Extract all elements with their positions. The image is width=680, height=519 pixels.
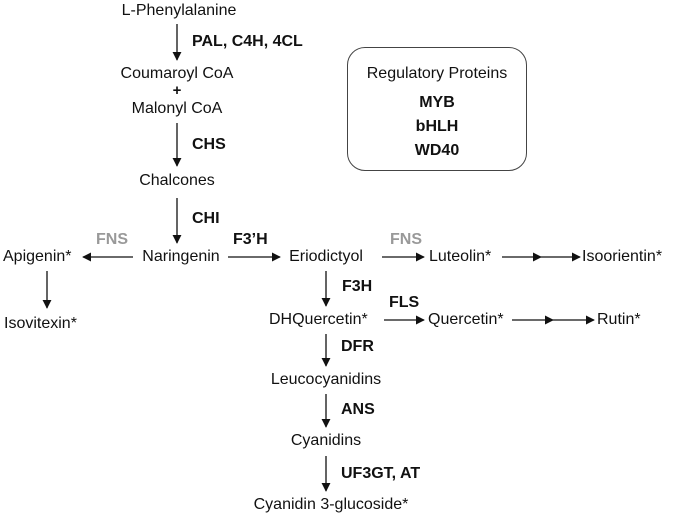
node-rutin: Rutin* <box>597 311 641 328</box>
node-luteolin: Luteolin* <box>429 248 492 265</box>
regulatory-proteins-box: Regulatory Proteins MYB bHLH WD40 <box>347 47 527 171</box>
enzyme-f3h-prime: F3’H <box>233 231 268 248</box>
node-quercetin: Quercetin* <box>428 311 504 328</box>
enzyme-pal-c4h-4cl: PAL, C4H, 4CL <box>192 33 303 50</box>
enzyme-dfr: DFR <box>341 338 374 355</box>
protein-wd40: WD40 <box>414 142 460 159</box>
node-eriodictyol: Eriodictyol <box>289 248 363 265</box>
node-malonyl-coa: Malonyl CoA <box>131 100 223 117</box>
node-apigenin: Apigenin* <box>3 248 72 265</box>
enzyme-fns-right: FNS <box>390 231 422 248</box>
node-cyanidins: Cyanidins <box>290 432 362 449</box>
enzyme-ans: ANS <box>341 401 375 418</box>
enzyme-fls: FLS <box>389 294 420 311</box>
node-leucocyanidins: Leucocyanidins <box>270 371 382 388</box>
enzyme-f3h: F3H <box>342 278 373 295</box>
node-l-phenylalanine: L-Phenylalanine <box>121 2 237 19</box>
enzyme-uf3gt-at: UF3GT, AT <box>341 465 421 482</box>
enzyme-chi: CHI <box>192 210 220 227</box>
enzyme-chs: CHS <box>192 136 226 153</box>
node-cyanidin-3-glucoside: Cyanidin 3-glucoside* <box>253 496 409 513</box>
node-dhquercetin: DHQuercetin* <box>269 311 368 328</box>
plus-sign: + <box>172 82 182 99</box>
node-isoorientin: Isoorientin* <box>582 248 663 265</box>
node-chalcones: Chalcones <box>139 172 215 189</box>
protein-bhlh: bHLH <box>415 118 459 135</box>
node-naringenin: Naringenin <box>142 248 220 265</box>
node-coumaroyl-coa: Coumaroyl CoA <box>120 65 234 82</box>
regulatory-box-title: Regulatory Proteins <box>366 65 508 82</box>
node-isovitexin: Isovitexin* <box>4 315 77 332</box>
protein-myb: MYB <box>419 94 455 111</box>
enzyme-fns-left: FNS <box>96 231 128 248</box>
